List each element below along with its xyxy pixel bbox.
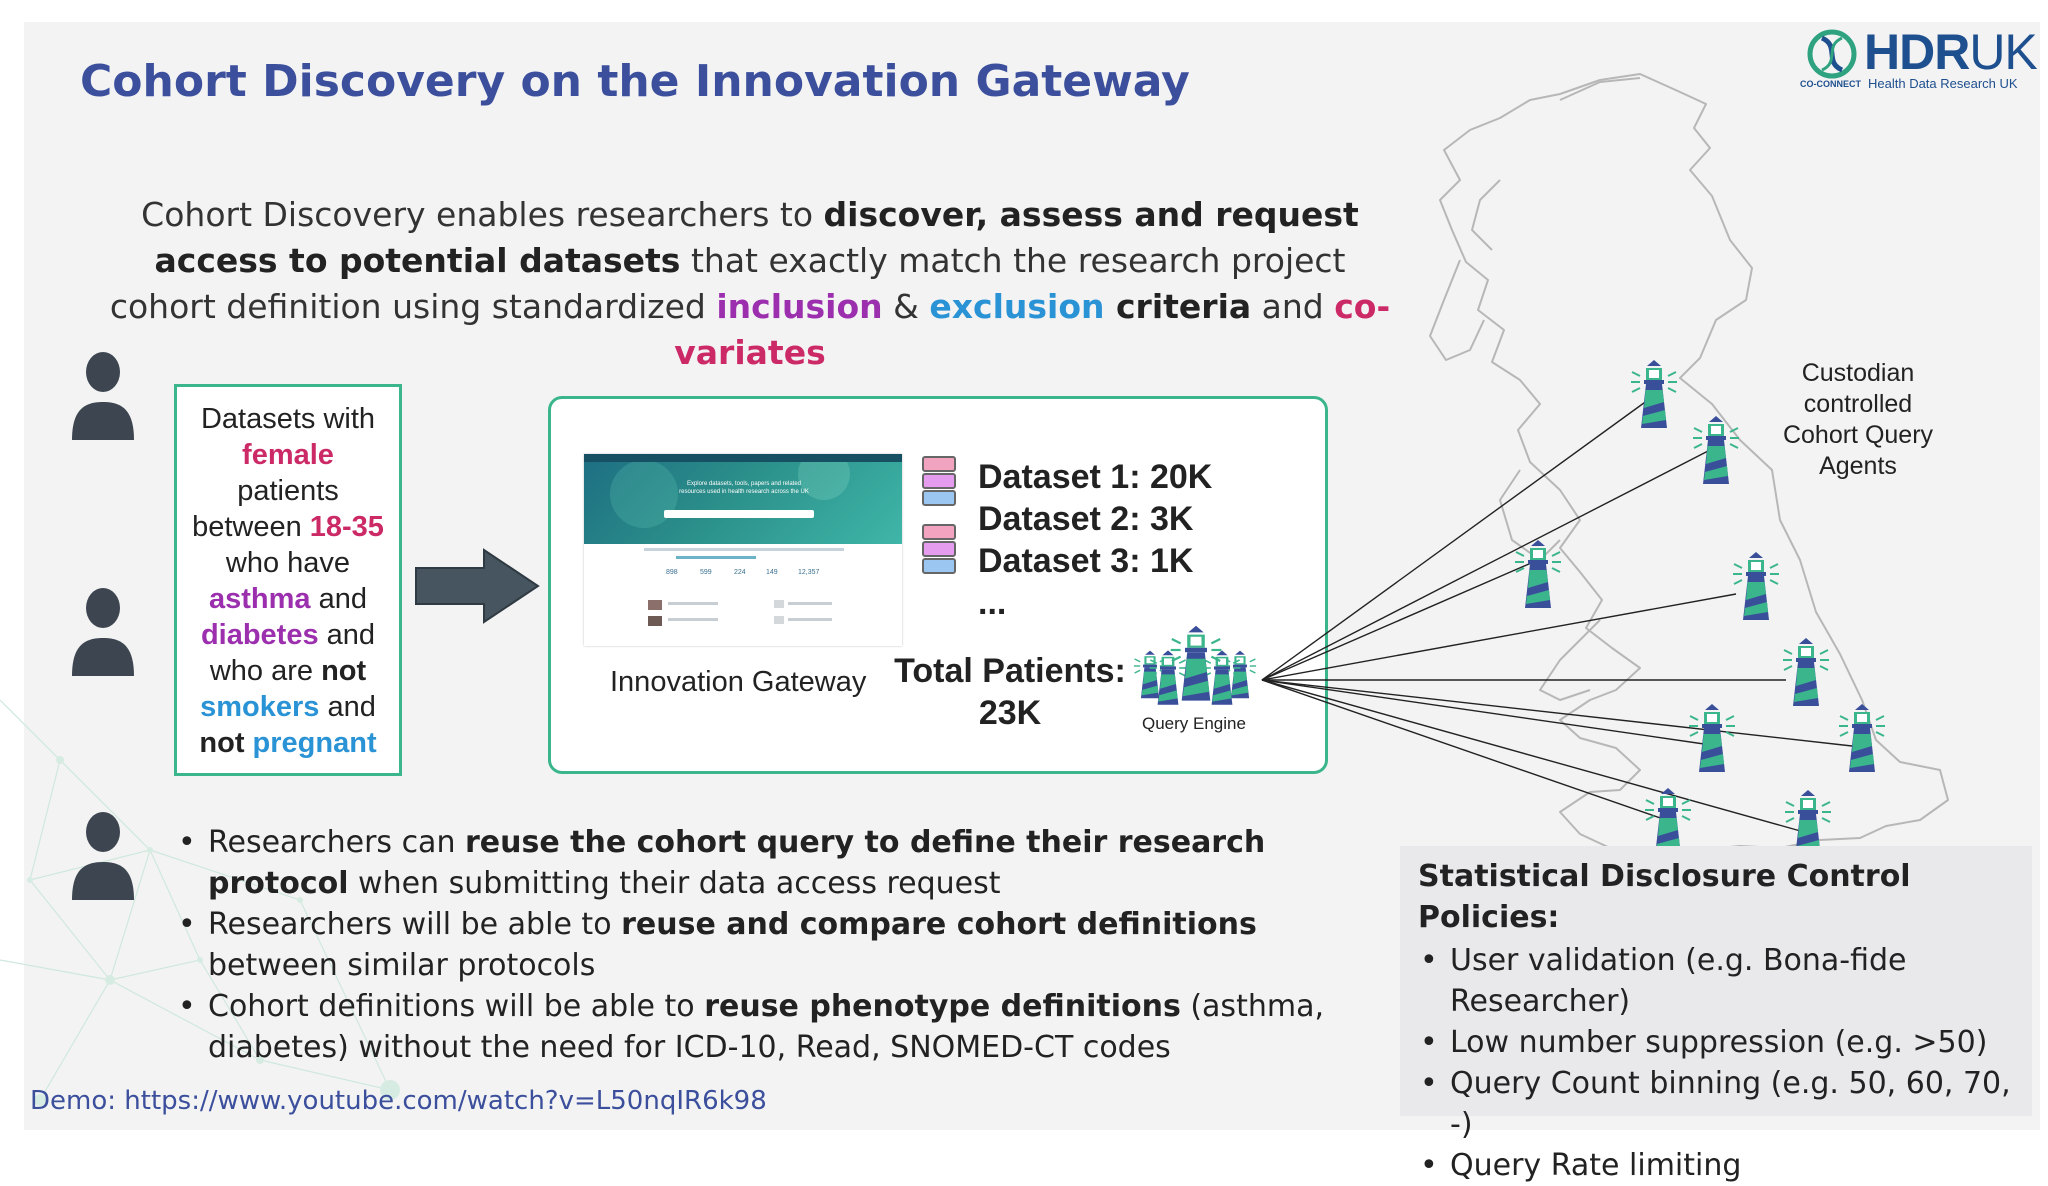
svg-text:599: 599	[700, 569, 712, 576]
cohort-criteria-box: Datasets with female patients between 18…	[174, 384, 402, 776]
logo-subtitle: Health Data Research UK	[1868, 76, 2018, 91]
gateway-label: Innovation Gateway	[610, 666, 867, 698]
query-engine-label: Query Engine	[1142, 714, 1246, 733]
gateway-screenshot: Explore datasets, tools, papers and rela…	[584, 454, 902, 646]
total-label: Total Patients:	[894, 652, 1126, 690]
researcher-person-icon	[72, 588, 134, 676]
criteria-asthma-line: asthma and	[209, 583, 367, 615]
lighthouse-agent-icon	[1692, 415, 1740, 485]
dataset-result-ellipsis: ...	[978, 584, 1007, 622]
criteria-smokers-line: smokers and	[200, 691, 376, 723]
dataset-result: Dataset 2: 3K	[978, 500, 1194, 538]
policy-heading: Statistical Disclosure Control Policies:	[1418, 859, 1911, 935]
gateway-hero-banner: Explore datasets, tools, papers and rela…	[584, 454, 902, 544]
gateway-page-content: 898 599 224 149 12,357	[644, 548, 844, 626]
criteria-who-are-line: who are not	[209, 655, 367, 687]
hdruk-helix-icon	[1807, 29, 1857, 79]
dataset-results: Dataset 1: 20K Dataset 2: 3K Dataset 3: …	[978, 456, 1212, 624]
hero-text: resources used in health research across…	[679, 489, 809, 495]
total-value: 23K	[978, 694, 1042, 732]
list-item: Researchers will be able to reuse and co…	[176, 904, 1366, 986]
lighthouse-agent-icon	[1630, 359, 1678, 429]
disclosure-policy-panel: Statistical Disclosure Control Policies:…	[1400, 846, 2032, 1186]
agents-label: Custodian controlled Cohort Query Agents	[1782, 359, 1934, 480]
list-item: User validation (e.g. Bona-fide Research…	[1418, 940, 2014, 1022]
criteria-age-line: between 18-35	[192, 511, 384, 543]
logo-co-connect: CO-CONNECT	[1800, 79, 1861, 89]
criteria-pregnant-line: not pregnant	[199, 727, 377, 759]
page-title: Cohort Discovery on the Innovation Gatew…	[80, 56, 1190, 107]
list-item: Researchers can reuse the cohort query t…	[176, 822, 1366, 904]
lighthouse-agent-icon	[1782, 637, 1830, 707]
lighthouse-agent-icon	[1838, 703, 1886, 773]
lighthouse-agent-icon	[1688, 703, 1736, 773]
database-icon	[922, 456, 956, 507]
list-item: Low number suppression (e.g. >50)	[1418, 1022, 2014, 1063]
total-patients: Total Patients: 23K	[890, 650, 1130, 734]
svg-text:149: 149	[766, 569, 778, 576]
criteria-female: female	[242, 439, 334, 471]
intro-paragraph: Cohort Discovery enables researchers to …	[109, 195, 1391, 372]
lighthouse-agent-icon	[1732, 551, 1780, 621]
benefits-list: Researchers can reuse the cohort query t…	[176, 822, 1366, 1068]
criteria-diabetes-line: diabetes and	[200, 619, 376, 651]
uk-map	[1133, 73, 1949, 859]
researcher-person-icon	[72, 812, 134, 900]
list-item: Query Rate limiting	[1418, 1145, 2014, 1186]
lighthouse-agent-icon	[1514, 539, 1562, 609]
criteria-line: Datasets with	[200, 403, 376, 435]
hero-text: Explore datasets, tools, papers and rela…	[686, 481, 802, 487]
logo-wordmark: HDRUK	[1864, 24, 2038, 80]
database-icon	[922, 524, 956, 575]
query-engine-icon	[1133, 624, 1257, 706]
dataset-result: Dataset 1: 20K	[978, 458, 1213, 496]
list-item: Cohort definitions will be able to reuse…	[176, 986, 1366, 1068]
svg-text:898: 898	[666, 569, 678, 576]
dataset-result: Dataset 3: 1K	[978, 542, 1194, 580]
researcher-person-icon	[72, 352, 134, 440]
right-arrow-icon	[415, 548, 540, 624]
list-item: Query Count binning (e.g. 50, 60, 70, -)	[1418, 1063, 2014, 1145]
criteria-line: patients	[237, 475, 339, 507]
demo-link[interactable]: Demo: https://www.youtube.com/watch?v=L5…	[30, 1086, 767, 1116]
svg-text:12,357: 12,357	[798, 569, 820, 576]
svg-text:224: 224	[734, 569, 746, 576]
hdruk-logo: HDRUK CO-CONNECT Health Data Research UK	[1800, 24, 2038, 91]
criteria-line: who have	[225, 547, 351, 579]
